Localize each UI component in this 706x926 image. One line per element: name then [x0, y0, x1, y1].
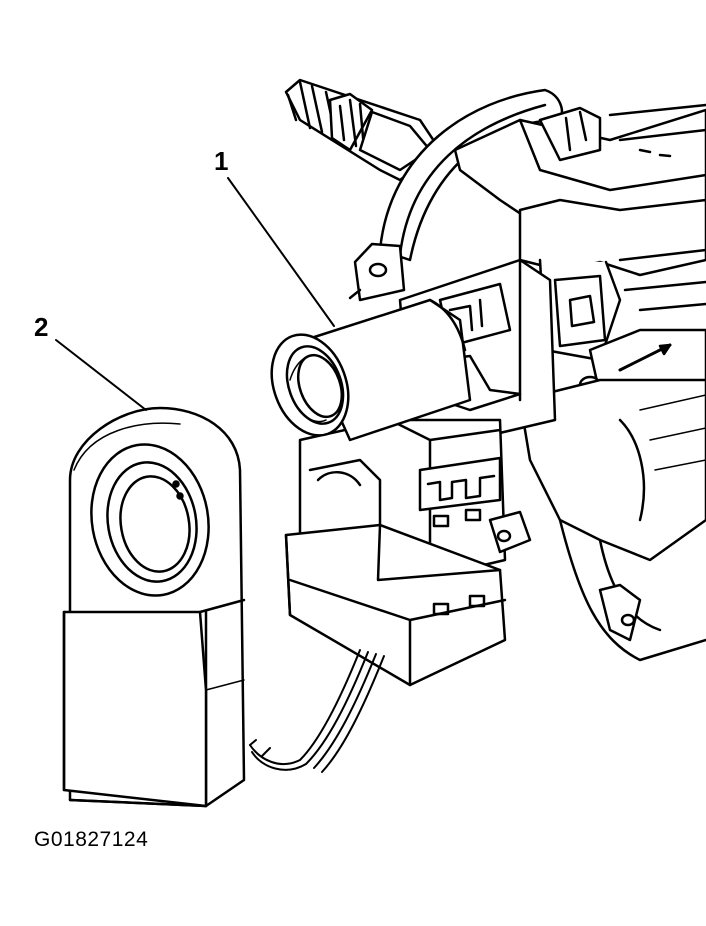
leader-line-1 [227, 177, 335, 327]
steering-shaft [284, 78, 442, 182]
callout-label-2: 2 [34, 312, 49, 342]
ignition-bezel [62, 406, 246, 808]
callout-label-1: 1 [214, 146, 229, 176]
mounting-ear [348, 242, 406, 302]
figure-id: G01827124 [34, 828, 149, 851]
leader-line-2 [55, 339, 147, 411]
column-bracket [518, 378, 706, 662]
column-housing [378, 88, 706, 402]
connector-block [284, 523, 507, 687]
lock-cylinder-housing [270, 298, 472, 442]
wiring-harness [249, 649, 385, 773]
